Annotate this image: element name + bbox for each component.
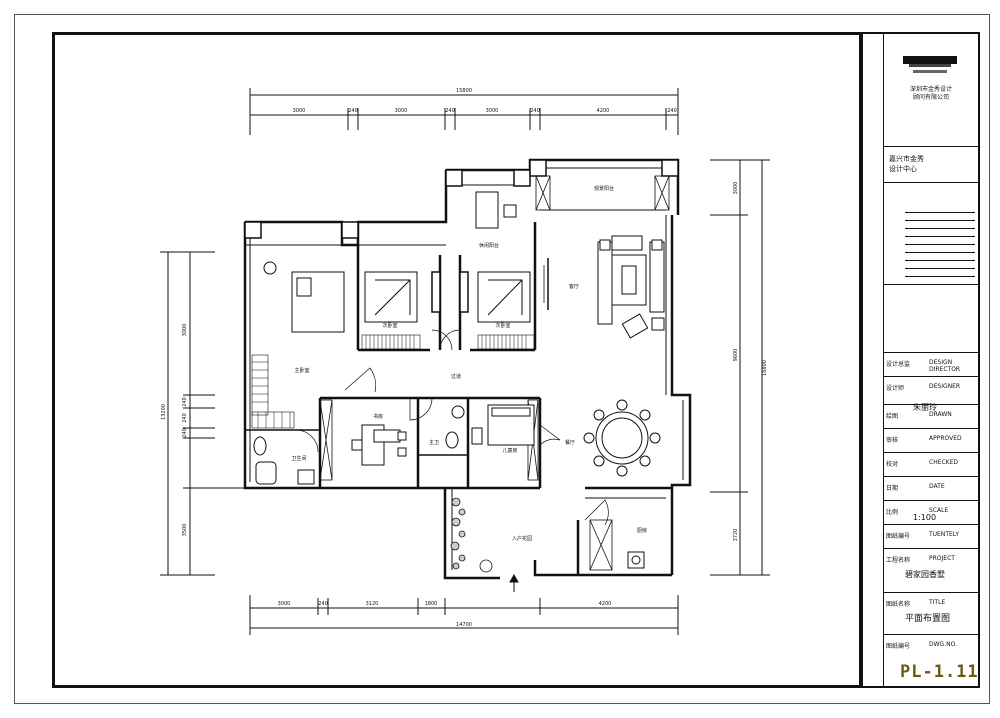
room-label: 过道	[451, 373, 461, 380]
room-label: 主卫	[429, 439, 439, 446]
walls	[243, 158, 692, 580]
room-label: 书房	[373, 413, 383, 420]
study-desk	[351, 191, 517, 466]
dim-top-seg: 240	[530, 108, 540, 114]
bottom-dimensions	[249, 595, 679, 635]
room-label: 餐厅	[565, 439, 575, 446]
dim-top-seg: 3000	[395, 108, 408, 114]
dim-bottom-seg: 1800	[425, 601, 438, 607]
room-label: 卫生间	[291, 455, 306, 462]
room-label: 儿童房	[502, 447, 517, 454]
dim-bottom-seg: 3000	[278, 601, 291, 607]
dim-left-seg: 3000	[182, 324, 188, 337]
beds	[291, 271, 535, 446]
room-label: 次卧室	[382, 322, 397, 329]
left-dimensions	[160, 251, 250, 576]
company-logo-icon	[903, 56, 957, 73]
garden-plants	[450, 497, 493, 573]
dim-top-seg: 240	[445, 108, 455, 114]
dim-left-total: 13200	[161, 404, 167, 420]
dim-top-seg: 240	[348, 108, 358, 114]
dim-left-seg: 240	[182, 428, 188, 438]
room-label: 厨房	[637, 527, 647, 534]
columns	[244, 159, 679, 313]
dim-right-seg: 3720	[733, 529, 739, 542]
tv-wall	[543, 258, 549, 310]
tb-designer-name: 朱丽玲	[913, 403, 937, 412]
room-label: 休闲阳台	[479, 242, 499, 249]
drawing-frame	[52, 32, 862, 688]
sofa-set	[597, 235, 665, 339]
room-label: 观景阳台	[594, 185, 614, 192]
dim-right-seg: 9600	[733, 349, 739, 362]
room-label: 次卧室	[495, 322, 510, 329]
dim-top-seg: 240	[667, 108, 677, 114]
title-block-address-strip	[863, 34, 884, 686]
dim-left-seg: 3500	[182, 524, 188, 537]
room-label: 主卧室	[294, 367, 309, 374]
design-center: 嘉兴市金秀 设计中心	[889, 155, 924, 173]
dim-right-seg: 3000	[733, 182, 739, 195]
dim-left-seg: 240	[182, 397, 188, 407]
bath-fixtures	[253, 261, 645, 569]
dim-bottom-total: 14700	[456, 622, 472, 628]
dim-left-seg: 240	[182, 413, 188, 423]
dim-bottom-seg: 240	[318, 601, 328, 607]
dim-bottom-seg: 4200	[599, 601, 612, 607]
entry-arrow	[509, 573, 519, 592]
dim-right-total: 16800	[762, 360, 768, 376]
right-dimensions	[710, 159, 770, 576]
dim-top-total: 15800	[456, 88, 472, 94]
dim-top-seg: 4200	[597, 108, 610, 114]
top-dimensions	[249, 88, 679, 135]
dim-bottom-seg: 3120	[366, 601, 379, 607]
dim-top-seg: 3000	[486, 108, 499, 114]
storage-hatches	[319, 175, 670, 571]
room-label: 客厅	[569, 283, 579, 290]
doors	[294, 329, 609, 526]
outer-border	[14, 14, 990, 704]
wardrobe-lines	[252, 335, 527, 428]
dining-table	[583, 399, 661, 477]
room-label: 入户花园	[512, 535, 532, 542]
sheet-number: PL-1.11	[900, 662, 979, 682]
dim-top-seg: 3000	[293, 108, 306, 114]
company-name: 深圳市金秀设计 顾问有限公司	[909, 86, 952, 101]
